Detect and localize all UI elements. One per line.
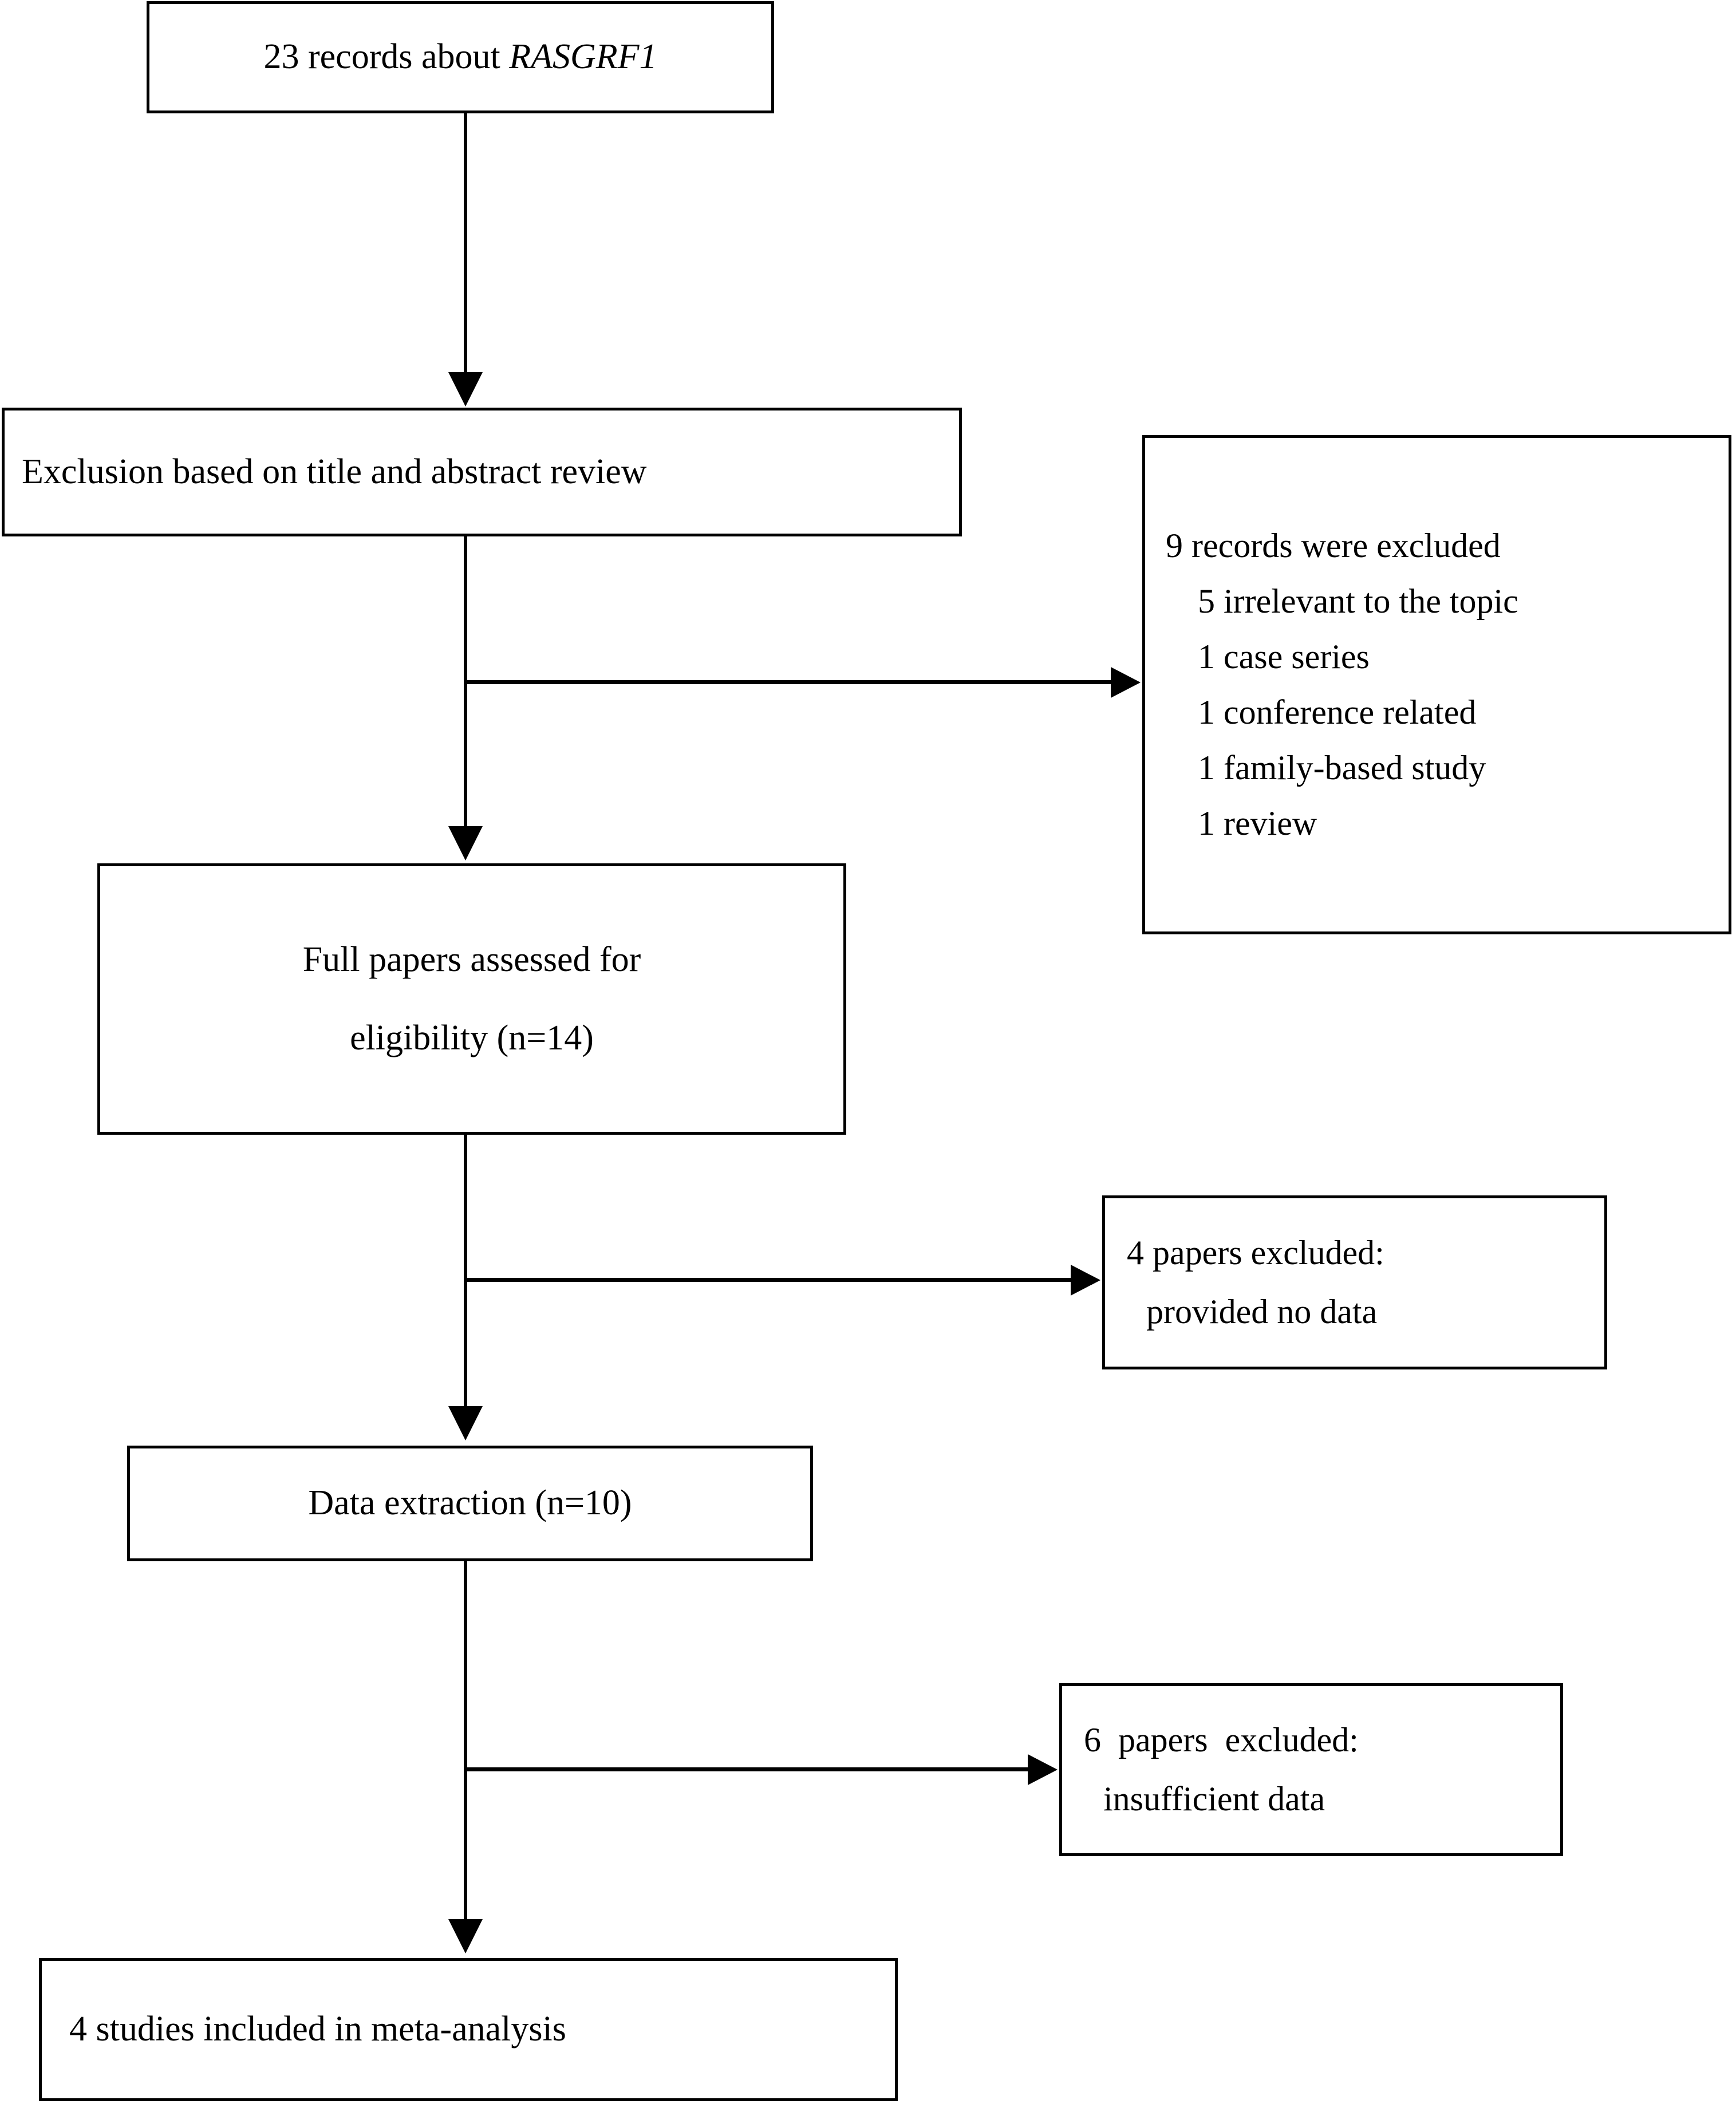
data-extraction-text: Data extraction (n=10) (308, 1483, 632, 1523)
node-records-text: 23 records about RASGRF1 (264, 38, 657, 76)
connector-records-to-exclusion (464, 112, 467, 374)
arrowhead-branch-to-excluded-6 (1028, 1754, 1058, 1785)
node-records-excluded-list: 9 records were excluded 5 irrelevant to … (1142, 435, 1731, 934)
node-records-identified: 23 records about RASGRF1 (147, 1, 774, 113)
connector-branch-to-excluded-6 (465, 1767, 1029, 1771)
arrowhead-screening-to-fullpapers (448, 826, 483, 860)
records-count-label: 23 records about (263, 37, 510, 77)
connector-extraction-to-included (464, 1561, 467, 1922)
exclusion-list-item: 1 conference related (1198, 693, 1477, 731)
exclusion-list-heading: 9 records were excluded (1166, 527, 1501, 565)
node-papers-excluded-insufficient-data: 6 papers excluded: insufficient data (1059, 1683, 1563, 1856)
exclusion-list-item: 5 irrelevant to the topic (1198, 582, 1518, 620)
excluded-6-line-1: 6 papers excluded: (1084, 1721, 1359, 1759)
excluded-6-line-2: insufficient data (1103, 1780, 1325, 1818)
gene-name-label: RASGRF1 (509, 37, 657, 77)
node-data-extraction: Data extraction (n=10) (127, 1446, 813, 1561)
excluded-4-line-2: provided no data (1146, 1293, 1378, 1331)
node-full-papers-assessed: Full papers assessed for eligibility (n=… (97, 863, 846, 1135)
exclusion-list-item: 1 family-based study (1198, 749, 1486, 787)
node-studies-included: 4 studies included in meta-analysis (39, 1958, 898, 2101)
full-papers-line-2: eligibility (n=14) (350, 1019, 594, 1057)
exclusion-list-item: 1 case series (1198, 638, 1370, 676)
arrowhead-branch-to-exclusion-list (1111, 667, 1141, 698)
node-title-abstract-screening: Exclusion based on title and abstract re… (2, 408, 962, 536)
connector-fullpapers-to-extraction (464, 1134, 467, 1408)
node-papers-excluded-no-data: 4 papers excluded: provided no data (1102, 1195, 1607, 1369)
arrowhead-fullpapers-to-extraction (448, 1406, 483, 1440)
full-papers-line-1: Full papers assessed for (302, 940, 641, 979)
arrowhead-extraction-to-included (448, 1919, 483, 1953)
excluded-4-line-1: 4 papers excluded: (1127, 1234, 1384, 1272)
studies-included-text: 4 studies included in meta-analysis (69, 2010, 566, 2049)
arrowhead-records-to-exclusion (448, 372, 483, 406)
node-screening-text: Exclusion based on title and abstract re… (22, 452, 647, 491)
exclusion-list-item: 1 review (1198, 804, 1317, 842)
arrowhead-branch-to-excluded-4 (1071, 1265, 1100, 1296)
connector-branch-to-excluded-4 (465, 1278, 1072, 1282)
connector-branch-to-exclusion-list (465, 680, 1112, 684)
